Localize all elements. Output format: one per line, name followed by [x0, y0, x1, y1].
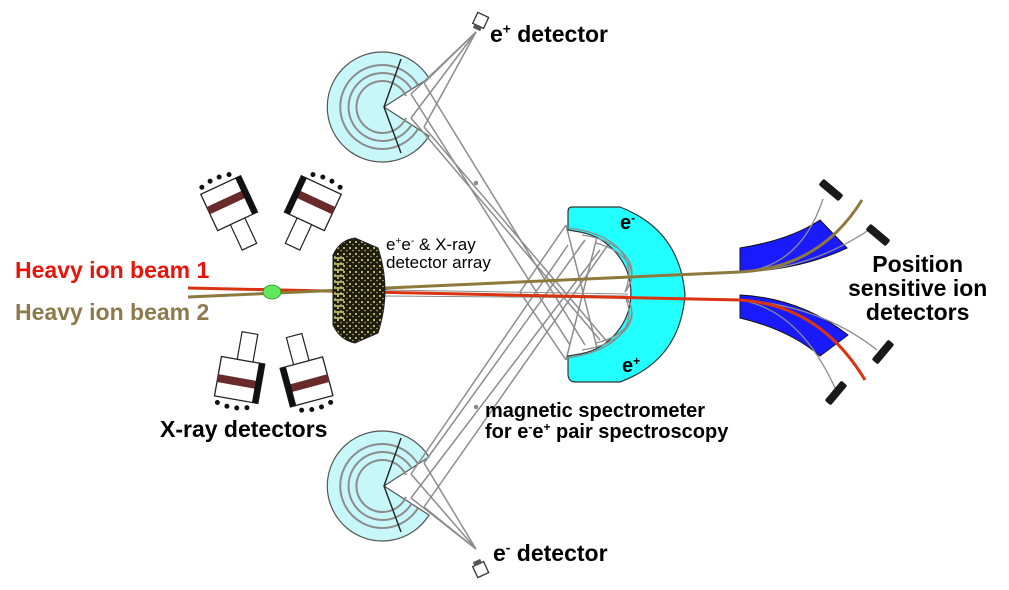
ion-det-line3: detectors: [865, 299, 970, 326]
xray-detector-upper-right: [283, 172, 343, 251]
ion-det-line1: Position: [872, 251, 964, 277]
ion-detector-4: [825, 381, 847, 405]
eminus-det-text-a: e: [493, 540, 506, 566]
spectro-text-b: e: [532, 421, 544, 443]
ion-detector-3: [872, 340, 894, 364]
magnet-eminus-text: e: [620, 212, 632, 234]
detector-array: [332, 237, 386, 344]
eminus-det-sup: -: [505, 540, 511, 556]
xray-detectors-label: X-ray detectors: [160, 416, 328, 442]
spectrometer-line1: magnetic spectrometer: [485, 400, 706, 422]
heavy-ion-beam-2: [187, 199, 864, 299]
detector-array-line1: e+e- & X-ray: [386, 236, 491, 254]
particle-trajectories: [384, 31, 629, 550]
magnet-eminus-sup: -: [631, 210, 636, 225]
spectrometer-label: magnetic spectrometer for e-e+ pair spec…: [485, 401, 728, 443]
magnet-eplus-label: e+: [622, 353, 641, 377]
ion-magnet-lower: [739, 294, 849, 357]
eplus-det-sup: +: [502, 21, 511, 37]
ion-detectors-label: Position sensitive ion detectors: [848, 251, 988, 326]
position-sensitive-ion-detectors: [819, 179, 894, 405]
spectro-text-a: for e: [485, 421, 529, 443]
magnet-eplus-text: e: [622, 355, 634, 377]
spectrometer-line2: for e-e+ pair spectroscopy: [485, 419, 729, 443]
eminus-detector-label: e- detector: [493, 541, 608, 565]
magnet-eplus-sup: +: [633, 353, 641, 368]
x-ray-detectors: [199, 172, 343, 413]
magnetic-spectrometer: [566, 206, 686, 383]
xray-detector-lower-right: [279, 332, 334, 413]
eplus-det-text-a: e: [490, 21, 503, 47]
spectro-sup-1: -: [528, 419, 533, 434]
spectro-text-c: pair spectroscopy: [550, 421, 729, 443]
array-text-a: e: [386, 235, 396, 254]
detector-array-label: e+e- & X-ray detector array: [386, 236, 491, 272]
target-spot: [262, 284, 282, 300]
detector-array-line2: detector array: [386, 252, 491, 272]
eminus-detector-icon: [471, 558, 490, 579]
eplus-detector-label: e+ detector: [490, 22, 608, 46]
spectro-sup-2: +: [543, 419, 551, 434]
ion-det-line2: sensitive ion: [848, 275, 988, 302]
ion-detector-2: [866, 224, 890, 246]
upper-electron-spectrometer: [326, 51, 430, 163]
array-sup-2: -: [410, 235, 415, 247]
xray-detector-upper-left: [199, 172, 259, 251]
array-text-b: e: [401, 235, 411, 254]
heavy-ion-beam-1: [187, 286, 867, 381]
beam-1-label: Heavy ion beam 1: [15, 257, 210, 283]
beam-2-label: Heavy ion beam 2: [15, 299, 210, 325]
magnet-eminus-label: e-: [620, 210, 636, 234]
lower-electron-spectrometer: [326, 430, 430, 542]
ion-detector-1: [819, 179, 843, 201]
eminus-det-text-b: detector: [510, 540, 608, 566]
array-sup-1: +: [395, 235, 402, 247]
xray-detector-lower-left: [213, 330, 266, 411]
eplus-det-text-b: detector: [510, 21, 608, 47]
array-text-c: & X-ray: [414, 235, 476, 254]
eplus-detector-icon: [471, 11, 490, 32]
